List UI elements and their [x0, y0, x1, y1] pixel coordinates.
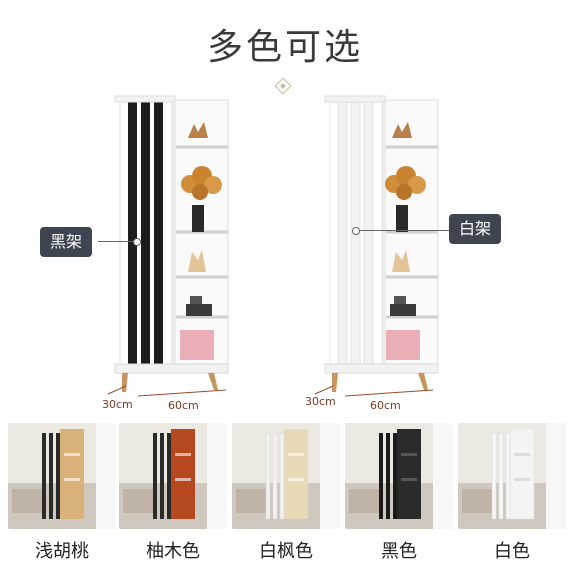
- vase: [192, 205, 204, 232]
- white-shelf-product: [324, 95, 439, 392]
- leg: [208, 373, 218, 390]
- black-shelf-product: [114, 95, 229, 392]
- variant-label[interactable]: 柚木色: [146, 541, 200, 562]
- variant-thumb-white-maple[interactable]: [232, 423, 340, 529]
- pointer-line: [359, 230, 449, 231]
- white-dimension-lines: [314, 385, 434, 397]
- page-title: 多色可选: [206, 27, 363, 68]
- variant-thumb-light-walnut[interactable]: [8, 423, 116, 529]
- black-bar: [128, 102, 137, 370]
- black-bar: [154, 102, 163, 370]
- deer-figure: [188, 250, 206, 272]
- books: [186, 304, 212, 316]
- depth-label: 30cm: [102, 398, 133, 411]
- variant-thumb-white[interactable]: [458, 423, 566, 529]
- variant-label[interactable]: 白枫色: [259, 541, 313, 562]
- black-dimension-lines: [107, 385, 227, 397]
- width-label: 60cm: [168, 399, 199, 412]
- variant-label[interactable]: 浅胡桃: [35, 541, 89, 562]
- variant-label[interactable]: 白色: [494, 541, 530, 562]
- width-label: 60cm: [370, 399, 401, 412]
- black-bar: [141, 102, 150, 370]
- variant-thumb-black[interactable]: [345, 423, 453, 529]
- depth-label: 30cm: [305, 395, 336, 408]
- variant-thumb-teak[interactable]: [119, 423, 227, 529]
- pink-box: [180, 330, 214, 360]
- deer-ornament: [188, 122, 208, 138]
- pointer-dot: [133, 238, 141, 246]
- white-frame-label: 白架: [449, 214, 502, 244]
- variant-label[interactable]: 黑色: [381, 541, 417, 562]
- pointer-line: [98, 241, 136, 242]
- pointer-dot: [352, 227, 360, 235]
- black-frame-label: 黑架: [40, 227, 93, 257]
